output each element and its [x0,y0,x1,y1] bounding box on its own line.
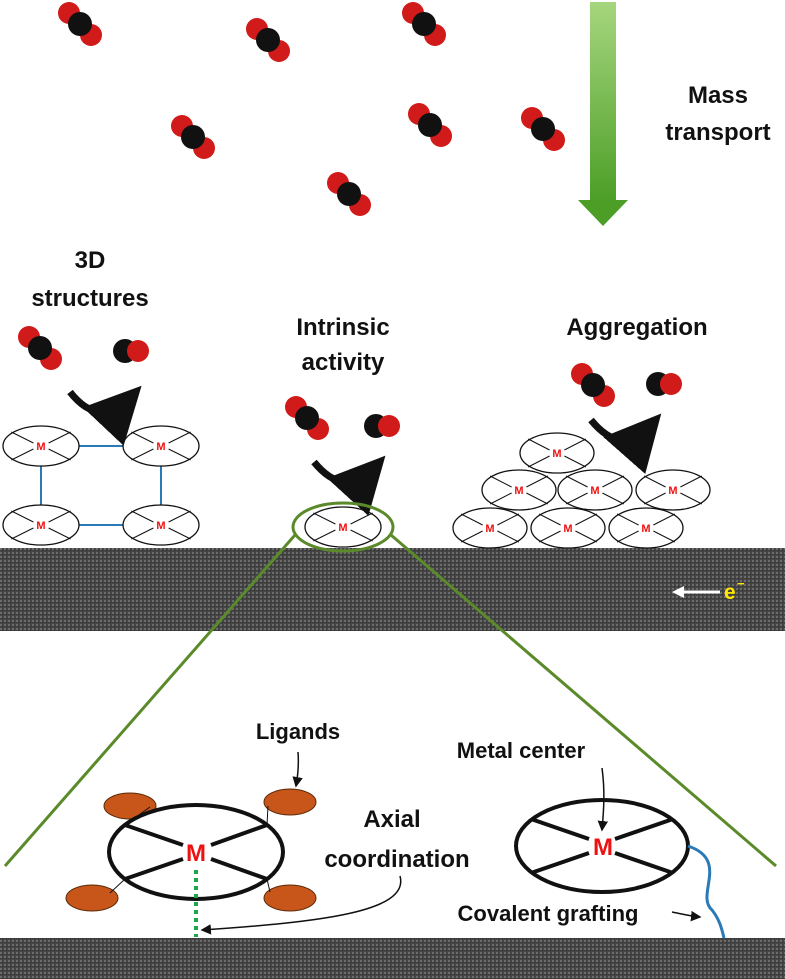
co2-molecule [521,107,565,151]
mass-transport-label-2: transport [665,119,770,146]
co2-molecule [246,18,290,62]
catalyst-units: M M M M M M M M M M M M [2,425,711,549]
mass-transport-label: Mass [688,82,748,109]
reaction-arrow-intrinsic [311,455,386,516]
catalyst-unit: M [530,507,606,549]
axial-label-2: coordination [324,846,469,873]
metal-symbol: M [36,520,45,532]
co-molecule [364,414,400,438]
metal-symbol: M [552,448,561,460]
co2-molecule [408,103,452,147]
ligand-bottom-left [65,884,119,912]
framework-linkers [40,445,162,526]
intrinsic-activity-label: Intrinsic [296,314,389,341]
co2-molecule [285,396,329,440]
co-molecule [646,372,682,396]
structures-3d-label: 3D [75,247,106,274]
metal-symbol: M [36,441,45,453]
aggregation-label: Aggregation [566,314,707,341]
metal-symbol: M [156,441,165,453]
metal-symbol: M [641,523,650,535]
electron-label: e [724,581,736,604]
metal-symbol: M [563,523,572,535]
electron-flow-arrow [672,586,720,598]
catalyst-unit: M [608,507,684,549]
electrode-surface-zoom [0,938,785,979]
covalent-grafting-label: Covalent grafting [458,901,639,926]
catalyst-unit: M [304,506,382,548]
catalyst-unit: M [557,469,633,511]
co2-molecule [18,326,62,370]
catalyst-unit: M [2,504,80,546]
catalyst-unit: M [122,425,200,467]
co2-molecules [18,2,682,440]
catalyst-unit: M [481,469,557,511]
intrinsic-activity-label-2: activity [302,349,385,376]
metal-symbol: M [338,522,347,534]
ligands-pointer [292,751,303,788]
axial-label: Axial [363,806,420,833]
zoom-lines [3,501,777,868]
reaction-arrow-3d [67,385,142,446]
structures-3d-label-2: structures [31,285,148,312]
metal-symbol-ligand: M [186,840,206,867]
catalyst-unit: M [2,425,80,467]
ligand-bottom-right [263,884,317,912]
co-molecule [113,339,149,363]
reaction-arrow-aggregation [588,413,662,475]
ligand-catalyst-detail: M [65,788,317,937]
ligand-top-right [263,788,317,816]
catalyst-unit: M [122,504,200,546]
axial-pointer [200,875,402,935]
metal-symbol: M [514,485,523,497]
metal-center-pointer [597,767,609,832]
catalyst-unit: M [452,507,528,549]
metal-symbol: M [668,485,677,497]
co2-molecule [402,2,446,46]
mass-transport-arrow [578,2,628,226]
metal-symbol: M [156,520,165,532]
co2-molecule [171,115,215,159]
co2-molecule [571,363,615,407]
metal-symbol: M [590,485,599,497]
grafted-catalyst-detail: M [514,798,726,939]
catalyst-unit: M [635,469,711,511]
catalyst-unit: M [519,432,595,474]
metal-symbol-grafted: M [593,834,613,861]
covalent-pointer [671,910,702,922]
ligands-label: Ligands [256,719,340,744]
electron-charge: − [737,576,745,591]
electrode-surface [0,548,785,631]
covalent-linker [687,844,726,939]
metal-center-label: Metal center [457,738,586,763]
co2-molecule [327,172,371,216]
co2-molecule [58,2,102,46]
metal-symbol: M [485,523,494,535]
